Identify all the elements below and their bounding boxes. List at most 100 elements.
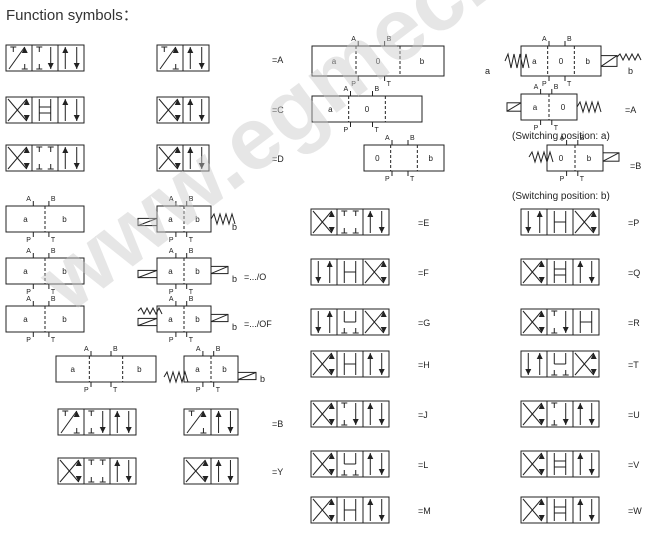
solenoid-coil-icon	[600, 55, 618, 67]
port-label-a: A	[542, 36, 547, 43]
label-eq-c: =C	[272, 105, 284, 115]
spring-icon	[504, 52, 530, 69]
valve-cell	[579, 311, 593, 333]
port-label-a: A	[26, 196, 31, 203]
label-eqF: =F	[418, 268, 429, 278]
arrow-head	[328, 419, 335, 425]
port-label-t: T	[51, 337, 56, 344]
line	[600, 55, 618, 67]
arrow-head	[588, 469, 595, 475]
arrow-head	[538, 311, 545, 317]
arrow-head	[62, 99, 69, 105]
arrow-head	[590, 211, 597, 217]
port-label-p: P	[84, 387, 89, 394]
line	[7, 146, 28, 170]
valve-cell	[574, 352, 597, 376]
valve-body	[310, 450, 390, 478]
port-label-p: P	[385, 176, 390, 183]
cell-label: a	[23, 315, 28, 324]
cell-label: b	[428, 154, 433, 163]
valve-body	[310, 308, 390, 336]
valve-cell	[7, 98, 30, 122]
label-eq-a: =A	[272, 55, 283, 65]
arrow-head	[590, 369, 597, 375]
arrow-head	[202, 460, 209, 466]
line	[312, 402, 333, 426]
valve-symbol-eqV	[520, 450, 600, 478]
line	[137, 317, 158, 327]
valve-body	[310, 350, 390, 378]
arrow-head	[538, 499, 545, 505]
valve-cell	[7, 146, 30, 170]
cell-label: a	[23, 267, 28, 276]
port-label-a: A	[351, 36, 356, 43]
valve-cell	[38, 99, 52, 121]
arrow-head	[590, 353, 597, 359]
valve-symbol-eqH	[310, 350, 390, 378]
valve-cell	[343, 261, 357, 283]
valve-symbol-eqF	[310, 258, 390, 286]
cell-label: b	[195, 215, 200, 224]
arrow-head	[47, 63, 54, 69]
valve-cell	[551, 402, 569, 426]
port-label-p: P	[169, 289, 174, 296]
label-eqQ: =Q	[628, 268, 640, 278]
cell-label: b	[585, 57, 590, 66]
line	[574, 352, 595, 376]
valve-cell	[114, 411, 132, 433]
valve-cell	[59, 459, 82, 483]
cell-label: b	[222, 365, 227, 374]
port-label-t: T	[387, 81, 392, 88]
cell-label: a	[533, 103, 538, 112]
arrow-head	[73, 63, 80, 69]
port-label-b: B	[51, 196, 56, 203]
valve-body	[57, 408, 137, 436]
cell-label: a	[23, 215, 28, 224]
solenoid-coil-icon	[210, 313, 229, 323]
arrow-head	[227, 427, 234, 433]
spring-icon	[528, 150, 554, 164]
port-label-a: A	[84, 346, 89, 353]
valve-symbol-c-left	[5, 96, 85, 124]
label-eq-o: =.../O	[244, 272, 266, 282]
valve-symbol-eqW	[520, 496, 600, 524]
line	[60, 410, 78, 434]
port-label-b: B	[410, 135, 415, 142]
valve-symbol-eqE	[310, 208, 390, 236]
port-label-a: A	[196, 346, 201, 353]
arrow-head	[75, 476, 82, 482]
valve-cell	[553, 499, 567, 521]
cell-label: 0	[559, 57, 564, 66]
valve-cell	[312, 452, 335, 476]
valve-body	[5, 144, 85, 172]
arrow-head	[378, 515, 385, 521]
coil-label-b: b	[260, 374, 265, 384]
arrow-head	[577, 499, 584, 505]
arrow-head	[577, 261, 584, 267]
valve-cell	[341, 210, 359, 234]
valve-cell	[525, 211, 543, 233]
arrow-head	[367, 353, 374, 359]
valve-cell	[158, 98, 181, 122]
valve-body	[520, 258, 600, 286]
arrow-head	[562, 419, 569, 425]
port-label-a: A	[534, 84, 539, 91]
label-eq-b3: =B	[272, 419, 283, 429]
line	[312, 498, 333, 522]
line	[158, 146, 179, 170]
arrow-head	[62, 147, 69, 153]
cell-label: 0	[561, 103, 566, 112]
valve-cell	[186, 410, 207, 434]
cell-label: a	[168, 267, 173, 276]
valve-cell	[159, 46, 179, 70]
arrow-head	[326, 311, 333, 317]
line	[210, 265, 229, 275]
valve-cell	[367, 499, 385, 521]
caption-switching-b: (Switching position: b)	[512, 191, 610, 202]
arrow-head	[538, 327, 545, 333]
arrow-head	[73, 163, 80, 169]
valve-body	[520, 308, 600, 336]
cell-label: a	[168, 315, 173, 324]
